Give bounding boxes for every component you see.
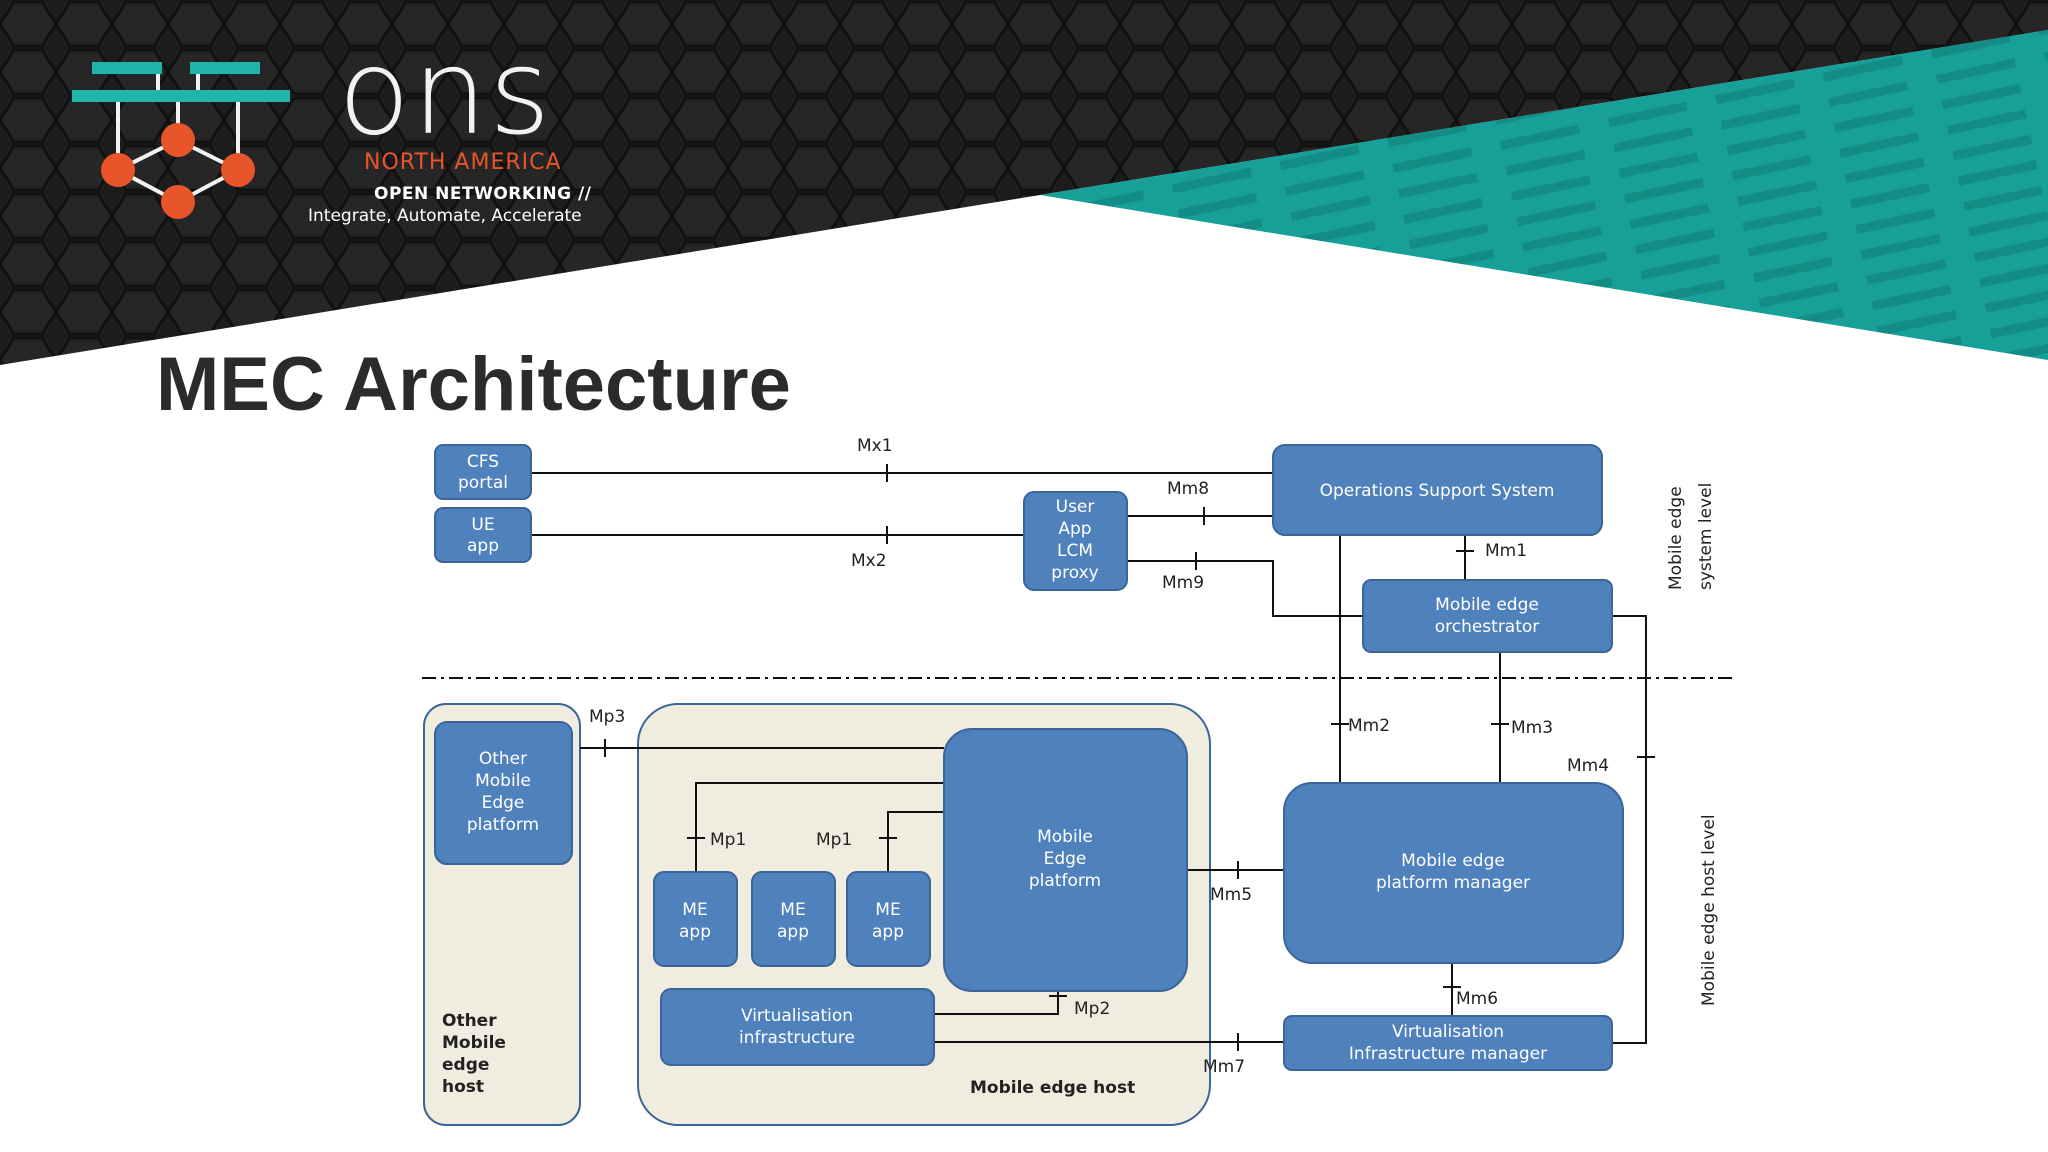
ue-app-box: UE app xyxy=(434,507,532,563)
oss-label: Operations Support System xyxy=(1320,481,1555,501)
ref-mm9: Mm9 xyxy=(1162,573,1204,593)
brand-tagline-1: OPEN NETWORKING // xyxy=(374,184,592,204)
orchestrator-line-2: orchestrator xyxy=(1435,617,1540,637)
me-app-3-line-1: ME xyxy=(875,900,900,920)
orchestrator-line-1: Mobile edge xyxy=(1435,595,1539,615)
ref-mp1-a: Mp1 xyxy=(710,830,746,850)
mobile-edge-platform-box: Mobile Edge platform xyxy=(943,728,1188,992)
ue-app-line-2: app xyxy=(467,536,499,556)
ons-logo-icon xyxy=(72,62,290,219)
virt-infra-line-1: Virtualisation xyxy=(741,1006,853,1026)
system-level-line-2: system level xyxy=(1696,483,1716,590)
me-app-2-box: ME app xyxy=(751,871,836,967)
me-app-3-line-2: app xyxy=(872,922,904,942)
mobile-edge-platform-manager-box: Mobile edge platform manager xyxy=(1283,782,1624,964)
brand-tagline-2: Integrate, Automate, Accelerate xyxy=(308,206,582,226)
ref-mm8: Mm8 xyxy=(1167,479,1209,499)
header-banner xyxy=(0,0,2048,365)
vim-line-1: Virtualisation xyxy=(1392,1022,1504,1042)
cfs-portal-line-1: CFS xyxy=(467,452,499,472)
lcm-proxy-line-2: App xyxy=(1058,519,1091,539)
lcm-proxy-line-4: proxy xyxy=(1051,563,1098,583)
other-platform-line-3: Edge xyxy=(482,793,525,813)
other-host-line-1: Other xyxy=(442,1011,497,1031)
me-app-3-box: ME app xyxy=(846,871,931,967)
user-app-lcm-proxy-box: User App LCM proxy xyxy=(1023,491,1128,591)
ref-mm4: Mm4 xyxy=(1567,756,1609,776)
platform-manager-line-2: platform manager xyxy=(1376,873,1530,893)
mobile-edge-orchestrator-box: Mobile edge orchestrator xyxy=(1362,579,1613,653)
other-host-line-4: host xyxy=(442,1077,484,1097)
mec-architecture-diagram: CFS portal UE app User App LCM proxy Ope… xyxy=(422,436,1735,1126)
other-host-line-3: edge xyxy=(442,1055,489,1075)
ref-mx2: Mx2 xyxy=(851,551,887,571)
host-level-label: Mobile edge host level xyxy=(1699,814,1719,1006)
slide-title: MEC Architecture xyxy=(156,342,791,427)
cfs-portal-line-2: portal xyxy=(458,473,508,493)
other-host-line-2: Mobile xyxy=(442,1033,506,1053)
other-platform-line-2: Mobile xyxy=(475,771,531,791)
platform-manager-line-1: Mobile edge xyxy=(1401,851,1505,871)
ref-mp2: Mp2 xyxy=(1074,999,1110,1019)
platform-line-3: platform xyxy=(1029,871,1101,891)
platform-line-2: Edge xyxy=(1044,849,1087,869)
platform-line-1: Mobile xyxy=(1037,827,1093,847)
ref-mm2: Mm2 xyxy=(1348,716,1390,736)
teal-stripe-band xyxy=(1040,30,2048,360)
lcm-proxy-line-1: User xyxy=(1056,497,1095,517)
ref-mm3: Mm3 xyxy=(1511,718,1553,738)
operations-support-system-box: Operations Support System xyxy=(1272,444,1603,536)
ref-mp1-b: Mp1 xyxy=(816,830,852,850)
connector-lines xyxy=(531,464,1655,1051)
ref-mm1: Mm1 xyxy=(1485,541,1527,561)
virt-infra-line-2: infrastructure xyxy=(739,1028,855,1048)
ref-mp3: Mp3 xyxy=(589,707,625,727)
me-app-1-line-2: app xyxy=(679,922,711,942)
me-app-1-box: ME app xyxy=(653,871,738,967)
ref-mm6: Mm6 xyxy=(1456,989,1498,1009)
me-app-2-line-1: ME xyxy=(780,900,805,920)
vim-line-2: Infrastructure manager xyxy=(1349,1044,1547,1064)
virtualisation-infrastructure-manager-box: Virtualisation Infrastructure manager xyxy=(1283,1015,1613,1071)
virtualisation-infrastructure-box: Virtualisation infrastructure xyxy=(660,988,935,1066)
ref-mm5: Mm5 xyxy=(1210,885,1252,905)
brand-name: ons xyxy=(338,23,553,161)
hex-pattern-band xyxy=(0,0,2048,365)
system-level-line-1: Mobile edge xyxy=(1666,486,1686,590)
brand-region: NORTH AMERICA xyxy=(364,150,562,175)
ue-app-line-1: UE xyxy=(471,515,494,535)
lcm-proxy-line-3: LCM xyxy=(1057,541,1093,561)
other-mobile-edge-host-label: Other Mobile edge host xyxy=(442,1011,506,1097)
me-app-1-line-1: ME xyxy=(682,900,707,920)
ref-mx1: Mx1 xyxy=(857,436,893,456)
ref-mm7: Mm7 xyxy=(1203,1057,1245,1077)
other-mobile-edge-platform-box: Other Mobile Edge platform xyxy=(434,721,573,865)
other-platform-line-1: Other xyxy=(479,749,527,769)
cfs-portal-box: CFS portal xyxy=(434,444,532,500)
me-app-2-line-2: app xyxy=(777,922,809,942)
mobile-edge-host-label: Mobile edge host xyxy=(970,1078,1135,1098)
other-platform-line-4: platform xyxy=(467,815,539,835)
